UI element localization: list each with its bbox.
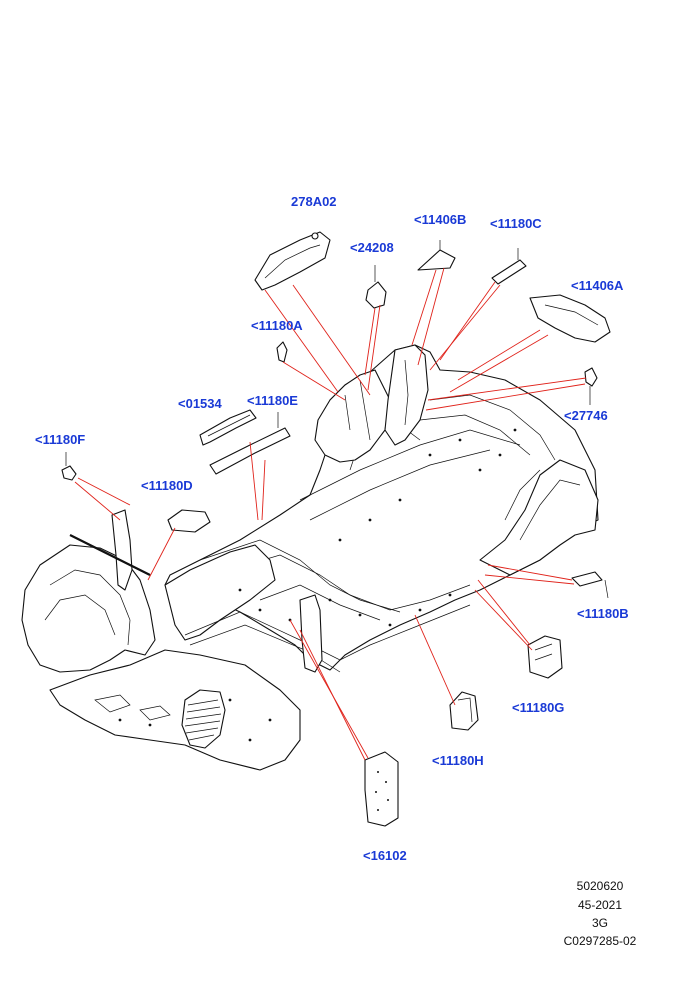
callout-278A02[interactable]: 278A02 — [291, 194, 337, 209]
footwell-grille — [181, 689, 226, 749]
callout-01534[interactable]: <01534 — [178, 396, 223, 411]
part-278A02 — [254, 231, 331, 291]
part-24208 — [365, 265, 387, 309]
reference-code-4: C0297285-02 — [563, 934, 637, 948]
callout-11180H[interactable]: <11180H — [432, 753, 484, 768]
part-11180D — [167, 509, 211, 533]
callout-11406A[interactable]: <11406A — [571, 278, 624, 293]
callout-16102[interactable]: <16102 — [363, 848, 407, 863]
part-11180F — [61, 452, 77, 481]
callout-11180E[interactable]: <11180E — [247, 393, 298, 408]
callout-11180B[interactable]: <11180B — [577, 606, 629, 621]
part-11180C — [491, 248, 527, 285]
leader-lines — [74, 267, 587, 761]
part-11180H — [449, 691, 479, 731]
callout-11180A[interactable]: <11180A — [251, 318, 303, 333]
part-11406A — [529, 294, 611, 343]
part-11180A — [276, 341, 288, 363]
part-11180B — [571, 571, 609, 599]
reference-code-3: 3G — [591, 916, 608, 930]
callout-11406B[interactable]: <11406B — [414, 212, 466, 227]
callout-11180C[interactable]: <11180C — [490, 216, 542, 231]
part-11180G — [527, 635, 563, 679]
callout-11180D[interactable]: <11180D — [141, 478, 193, 493]
part-pillar-seal — [69, 509, 151, 591]
part-11406B — [417, 240, 456, 271]
reference-code-1: 5020620 — [576, 879, 624, 893]
callout-24208[interactable]: <24208 — [350, 240, 394, 255]
reference-code-2: 45-2021 — [577, 898, 623, 912]
callout-11180G[interactable]: <11180G — [512, 700, 564, 715]
callout-11180F[interactable]: <11180F — [35, 432, 85, 447]
part-01534 — [199, 409, 257, 446]
part-27746 — [584, 367, 598, 405]
part-16102 — [364, 751, 399, 827]
callout-27746[interactable]: <27746 — [564, 408, 608, 423]
